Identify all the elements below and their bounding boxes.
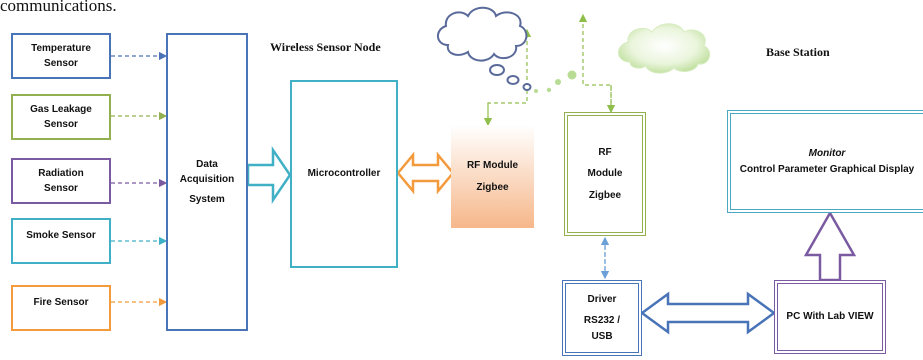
wireless-node-title: Wireless Sensor Node <box>270 40 381 54</box>
antenna-link-base <box>578 13 612 112</box>
radiation-sensor-label-2: Sensor <box>44 183 78 194</box>
monitor-subtitle: Control Parameter Graphical Display <box>739 163 915 175</box>
driver-label-2: RS232 / <box>583 315 621 327</box>
smoke-sensor-label: Smoke Sensor <box>26 230 96 242</box>
pc-labview-box: PC With Lab VIEW <box>774 280 886 354</box>
radiation-sensor-label-1: Radiation <box>38 167 84 179</box>
pc-label: PC With Lab VIEW <box>786 311 874 323</box>
monitor-title: Monitor <box>808 148 846 159</box>
rf-module-node-box: RF Module Zigbee <box>451 125 534 228</box>
driver-label-3: USB <box>591 330 613 342</box>
block-arrow-pc-monitor <box>803 210 857 282</box>
monitor-box: Monitor Control Parameter Graphical Disp… <box>727 110 923 213</box>
cloud-icon-left <box>437 6 532 91</box>
smoke-sensor-box: Smoke Sensor <box>11 218 111 264</box>
gas-leakage-sensor-label-1: Gas Leakage <box>30 103 92 115</box>
radiation-sensor-box: Radiation Sensor <box>11 158 111 204</box>
temperature-sensor-label-2: Sensor <box>44 58 78 69</box>
rf-base-label-3: Zigbee <box>588 189 622 201</box>
base-station-title: Base Station <box>766 45 830 59</box>
gas-leakage-sensor-box: Gas Leakage Sensor <box>11 94 111 140</box>
temperature-sensor-box: Temperature Sensor <box>11 33 111 79</box>
driver-label-1: Driver <box>587 293 617 305</box>
daq-label-1: Data <box>196 158 218 170</box>
top-text-fragment: communications. <box>0 0 117 15</box>
microcontroller-box: Microcontroller <box>290 80 398 268</box>
rf-base-label-1: RF <box>598 146 612 158</box>
gas-leakage-sensor-label-2: Sensor <box>44 119 78 130</box>
rf-node-label-2: Zigbee <box>476 181 509 193</box>
block-arrow-daq-micro <box>246 145 292 205</box>
driver-box: Driver RS232 / USB <box>562 280 642 356</box>
fire-sensor-label: Fire Sensor <box>33 297 89 309</box>
temperature-sensor-label-1: Temperature <box>31 42 91 54</box>
daq-label-2: Acquisition <box>179 174 235 186</box>
rf-base-label-2: Module <box>587 168 623 180</box>
rf-node-label-1: RF Module <box>466 160 519 171</box>
block-arrow-driver-pc <box>639 291 777 335</box>
daq-label-3: System <box>189 193 225 205</box>
rf-module-base-box: RF Module Zigbee <box>564 112 646 236</box>
cloud-icon-right <box>618 23 711 74</box>
block-arrow-micro-rf <box>396 151 455 195</box>
data-acquisition-box: Data Acquisition System <box>166 33 248 331</box>
microcontroller-label: Microcontroller <box>307 168 381 180</box>
fire-sensor-box: Fire Sensor <box>11 285 111 331</box>
